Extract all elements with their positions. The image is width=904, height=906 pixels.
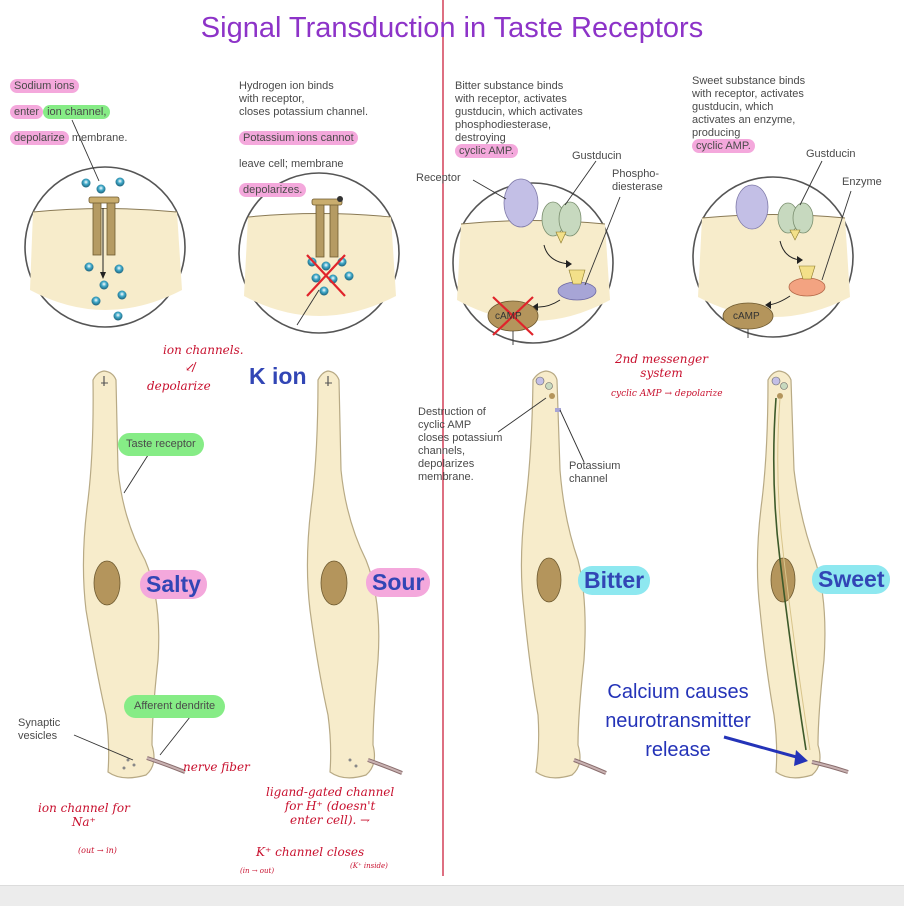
salty-desc-membrane: membrane. [71,132,128,144]
hw-k-inside: (K⁺ inside) [350,862,388,870]
hw-second-messenger: 2nd messenger system [615,352,709,380]
taste-receptor-label: Taste receptor [118,433,204,456]
calcium-release-label: Calcium causes neurotransmitter release [605,681,751,761]
sour-desc-line3: leave cell; membrane [239,158,344,170]
hw-ion-channels: ion channels. [163,343,244,357]
page-title: Signal Transduction in Taste Receptors [200,12,704,44]
synaptic-vesicles-label: Synaptic vesicles [18,717,61,742]
highlight-enter: enter [10,105,44,119]
sweet-gustducin-label: Gustducin [806,148,856,160]
bitter-gustducin-label: Gustducin [572,150,622,162]
sour-receptor-cell [306,370,403,779]
sour-closeup-circle [238,172,400,334]
sweet-description: Sweet substance binds with receptor, act… [692,62,805,153]
hw-arrow: ↙ [185,360,196,374]
salty-receptor-cell [73,370,191,779]
salty-closeup-circle [24,119,186,328]
highlight-depolarizes: depolarizes. [239,183,307,197]
handwritten-arrow-mark [191,361,197,373]
sweet-closeup-circle [692,160,854,338]
bitter-receptor-cell [497,370,607,779]
salty-label: Salty [140,570,207,599]
bitter-closeup-circle [452,160,621,345]
sweet-desc-body: Sweet substance binds with receptor, act… [692,75,806,139]
bitter-description: Bitter substance binds with receptor, ac… [455,67,583,158]
highlight-depolarize: depolarize [10,131,69,145]
highlight-bitter-cyclic-amp: cyclic AMP. [455,144,518,158]
sweet-camp-label: cAMP [733,311,760,322]
highlight-sodium-ions: Sodium ions [10,79,79,93]
bitter-receptor-label: Receptor [416,172,461,184]
hw-depolarize: depolarize [147,379,211,393]
hw-k-channel-closes: K⁺ channel closes [256,845,365,859]
potassium-channel-label: Potassium channel [569,460,621,485]
bitter-camp-label: cAMP [495,311,522,322]
k-ion-label: K ion [249,363,307,389]
hw-nerve-fiber: nerve fiber [183,760,250,774]
highlight-ion-channel: ion channel, [43,105,111,119]
phosphodiesterase-label: Phospho- diesterase [612,168,663,193]
sweet-label: Sweet [812,565,891,594]
highlight-sweet-cyclic-amp: cyclic AMP. [692,139,755,153]
bitter-label: Bitter [578,566,651,595]
bitter-desc-body: Bitter substance binds with receptor, ac… [455,80,583,144]
hw-ion-channel-na: ion channel for Na⁺ [38,801,130,829]
bottom-bar [0,885,904,906]
sour-desc-line1: Hydrogen ion binds with receptor, closes… [239,80,369,118]
sour-label: Sour [366,568,431,597]
destruction-of-camp-label: Destruction of cyclic AMP closes potassi… [418,406,503,483]
hw-out-in: (out → in) [78,846,117,855]
sweet-receptor-cell [723,370,849,779]
enzyme-label: Enzyme [842,176,882,188]
highlight-potassium-ions: Potassium ions cannot [239,131,358,145]
afferent-dendrite-label: Afferent dendrite [124,695,226,718]
hw-in-out: (in → out) [240,867,275,875]
hw-ligand-gated: ligand-gated channel for H⁺ (doesn't ent… [266,785,395,827]
hw-cyclic-amp-depolarize: cyclic AMP → depolarize [611,389,723,399]
sour-description: Hydrogen ion binds with receptor, closes… [239,67,368,197]
